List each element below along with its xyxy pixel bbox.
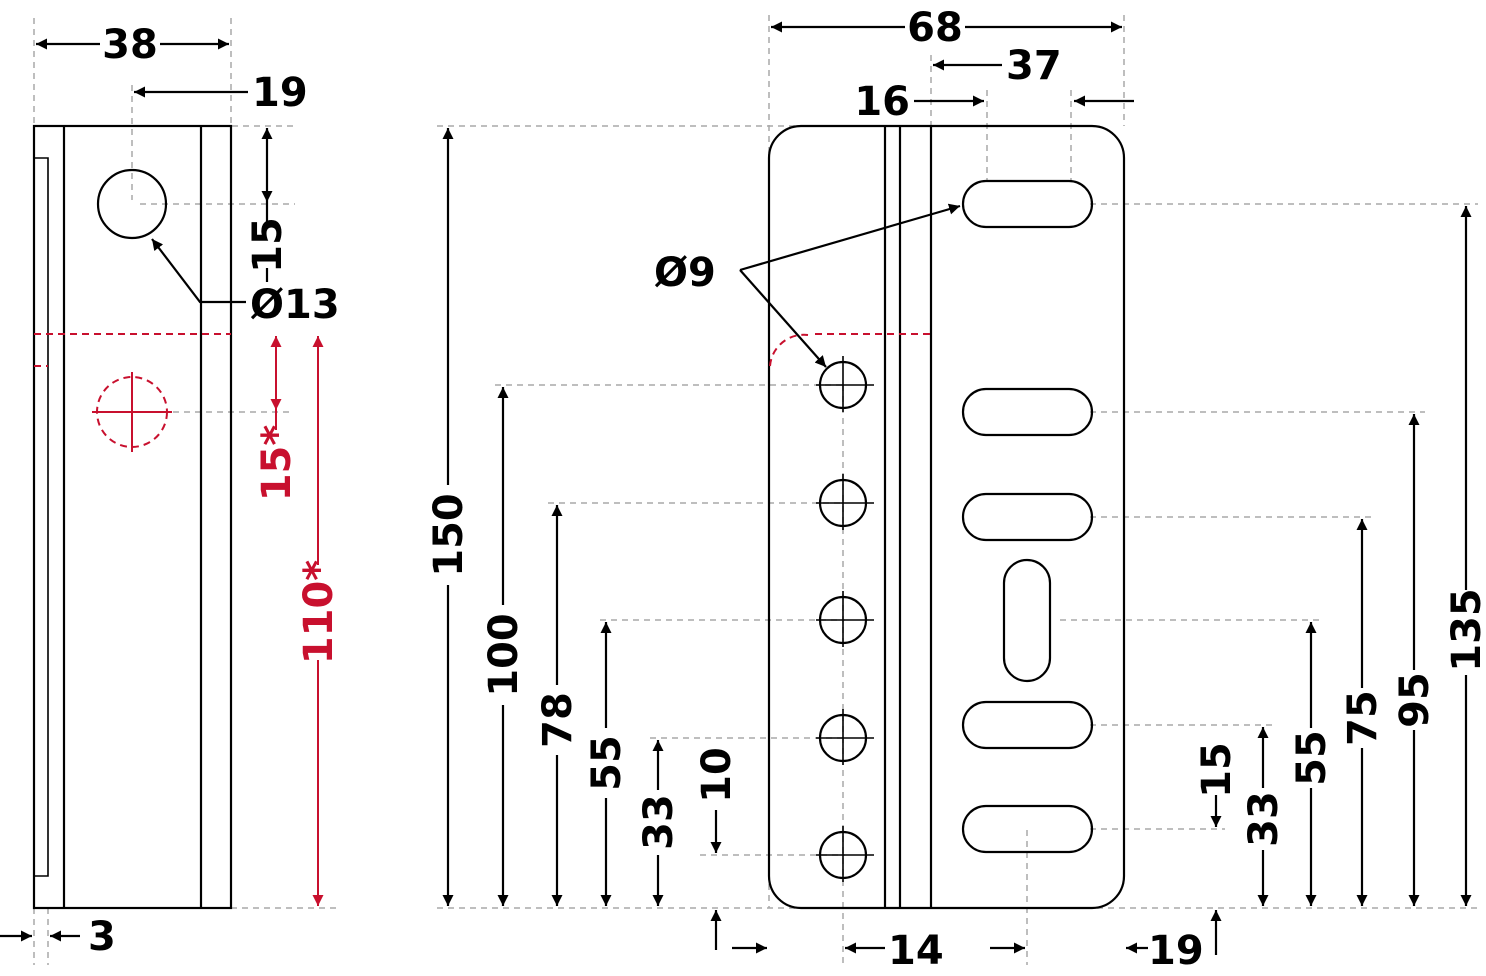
dim-left-10: 10 — [694, 747, 740, 803]
dim-hole-diameter: Ø9 — [654, 250, 716, 296]
dim-side-hole-diameter: Ø13 — [250, 282, 340, 328]
dim-alternative-height: 110* — [296, 560, 342, 664]
slot-vertical — [1002, 558, 1052, 683]
dim-side-width: 38 — [102, 22, 158, 68]
slot — [961, 804, 1094, 854]
slot — [961, 700, 1094, 750]
dim-right-95: 95 — [1392, 672, 1438, 728]
slot — [961, 492, 1094, 542]
dim-slot-offset: 16 — [854, 79, 910, 125]
hole — [816, 356, 874, 412]
side-profile-outline — [32, 124, 233, 910]
dim-right-55: 55 — [1289, 730, 1335, 786]
plate-outline — [767, 124, 1126, 910]
hole — [816, 591, 874, 647]
dim-bottom-left: 14 — [888, 928, 944, 974]
dim-left-33: 33 — [636, 794, 682, 850]
slot — [961, 179, 1094, 229]
dim-right-15: 15 — [1194, 742, 1240, 798]
hole — [816, 709, 874, 765]
slot — [961, 387, 1094, 437]
dim-left-150: 150 — [426, 493, 472, 577]
dim-plate-width: 68 — [907, 5, 963, 51]
dim-right-75: 75 — [1340, 690, 1386, 746]
dim-bottom-right: 19 — [1148, 928, 1204, 974]
dim-slot-width: 37 — [1006, 43, 1062, 89]
dim-side-hole-offset: 19 — [252, 70, 308, 116]
side-hole — [96, 168, 168, 240]
dim-alternative-hole: 15* — [254, 425, 300, 502]
dim-left-100: 100 — [481, 613, 527, 697]
front-view: Ø9 68 37 16 150 100 78 55 33 10 — [426, 5, 1486, 974]
hole — [816, 474, 874, 530]
dim-right-135: 135 — [1444, 588, 1486, 672]
dim-right-33: 33 — [1241, 791, 1287, 847]
side-view: 38 19 15 Ø13 15* 110* 3 — [0, 18, 342, 965]
hole — [816, 826, 874, 882]
dim-left-78: 78 — [535, 692, 581, 748]
dim-side-hole-top: 15 — [245, 217, 291, 273]
dim-side-thickness: 3 — [88, 914, 116, 960]
dim-left-55: 55 — [584, 735, 630, 791]
